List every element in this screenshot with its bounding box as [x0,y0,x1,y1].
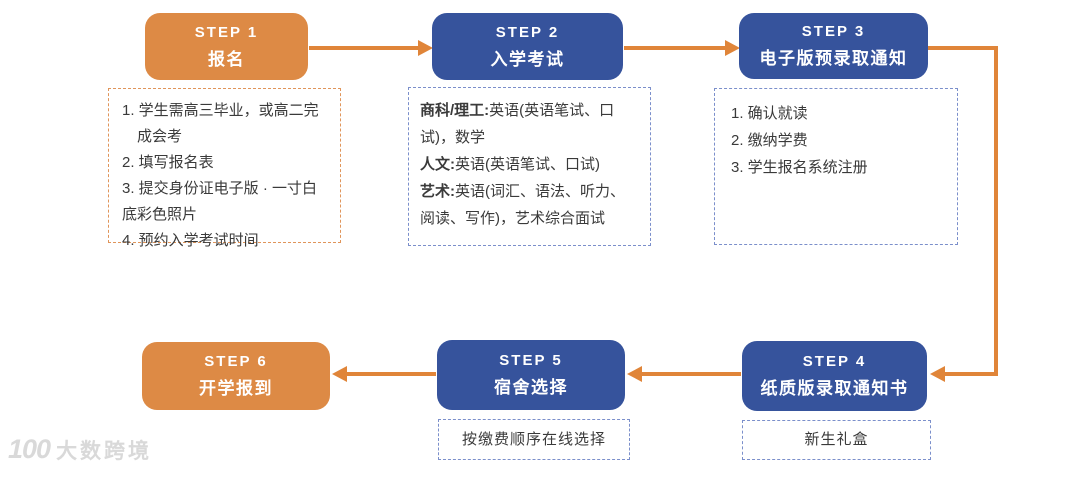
step3-detail-line: 3. 学生报名系统注册 [731,159,868,176]
step1-detail-line: 1. 学生需高三毕业，或高二完 [122,102,319,119]
step5-note-panel: 按缴费顺序在线选择 [438,419,630,460]
watermark: 100 大数跨境 [8,436,152,463]
step1-detail-line: 2. 填写报名表 [122,154,214,171]
step3-label: STEP 3 [801,23,866,40]
arrow-step5-to-step6 [332,366,436,382]
step5-title: 宿舍选择 [494,378,568,397]
step3-title: 电子版预录取通知 [759,49,908,68]
arrow-step4-to-step5 [627,366,741,382]
step1-detail-line: 4. 预约入学考试时间 [122,232,259,249]
step6-label: STEP 6 [204,353,268,370]
step1-box: STEP 1 报名 [145,13,308,80]
step1-detail-line: 底彩色照片 [122,206,198,223]
step3-details-panel: 1. 确认就读 2. 缴纳学费 3. 学生报名系统注册 [714,88,958,245]
step4-note-panel: 新生礼盒 [742,420,931,460]
arrow-step1-to-step2 [309,40,433,56]
step1-detail-line: 3. 提交身份证电子版 · 一寸白 [122,180,318,197]
step3-detail-line: 1. 确认就读 [731,105,808,122]
watermark-text: 大数跨境 [56,439,153,463]
step2-box: STEP 2 入学考试 [432,13,623,80]
watermark-logo-icon: 100 [8,434,51,464]
step1-title: 报名 [208,49,245,69]
step1-label: STEP 1 [194,23,259,41]
step4-box: STEP 4 纸质版录取通知书 [742,341,927,411]
step2-detail-line: 试)，数学 [420,129,485,146]
step1-detail-line: 成会考 [122,128,183,145]
step2-label: STEP 2 [495,23,560,41]
step1-details-panel: 1. 学生需高三毕业，或高二完 成会考 2. 填写报名表 3. 提交身份证电子版… [108,88,341,249]
step2-details-panel: 商科/理工:英语(英语笔试、口 试)，数学 人文:英语(英语笔试、口试) 艺术:… [408,87,651,246]
step5-label: STEP 5 [499,352,563,369]
step2-detail-line: 艺术:英语(词汇、语法、听力、 [420,183,625,200]
step5-box: STEP 5 宿舍选择 [437,340,625,410]
step4-note: 新生礼盒 [804,431,869,448]
step2-title: 入学考试 [490,49,565,69]
step2-detail-line: 阅读、写作)，艺术综合面试 [420,210,605,227]
step6-box: STEP 6 开学报到 [142,342,330,410]
step3-detail-line: 2. 缴纳学费 [731,132,808,149]
step2-detail-line: 人文:英语(英语笔试、口试) [420,156,600,173]
step5-note: 按缴费顺序在线选择 [461,430,606,448]
step2-detail-line: 商科/理工:英语(英语笔试、口 [420,102,615,119]
arrow-step2-to-step3 [624,40,740,56]
step3-box: STEP 3 电子版预录取通知 [739,13,928,79]
step4-title: 纸质版录取通知书 [760,379,909,398]
step6-title: 开学报到 [199,379,273,398]
step4-label: STEP 4 [802,353,867,370]
